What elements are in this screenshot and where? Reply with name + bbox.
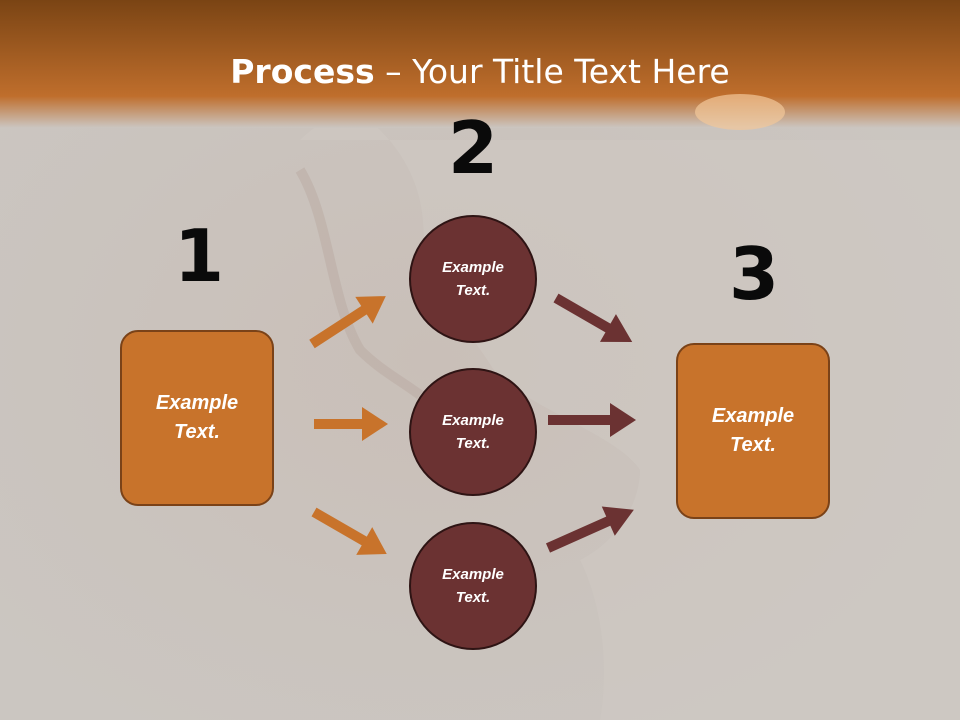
step-number-3: 3 xyxy=(728,232,780,316)
step-number-2: 2 xyxy=(447,106,499,190)
right-process-box: Example Text. xyxy=(676,343,830,519)
arrow-left-to-bottom xyxy=(311,507,387,555)
circle-label-top: Example Text. xyxy=(442,259,504,299)
arrow-left-to-top xyxy=(309,296,386,349)
title-rest: – Your Title Text Here xyxy=(374,52,730,91)
circle-label-center: Example Text. xyxy=(442,412,504,452)
circle-label-bottom: Example Text. xyxy=(442,566,504,606)
step-number-1: 1 xyxy=(173,214,225,298)
arrow-center-to-right xyxy=(548,403,636,437)
middle-circle-center: Example Text. xyxy=(409,368,537,496)
left-process-box: Example Text. xyxy=(120,330,274,506)
middle-circle-bottom: Example Text. xyxy=(409,522,537,650)
arrow-bottom-to-right xyxy=(545,506,634,553)
arrow-left-to-center xyxy=(314,407,388,441)
title-bold: Process xyxy=(230,52,375,91)
page-title: Process – Your Title Text Here xyxy=(0,52,960,91)
arrow-top-to-right xyxy=(553,293,633,342)
right-box-label: Example Text. xyxy=(711,405,795,456)
middle-circle-top: Example Text. xyxy=(409,215,537,343)
left-box-label: Example Text. xyxy=(155,392,239,443)
